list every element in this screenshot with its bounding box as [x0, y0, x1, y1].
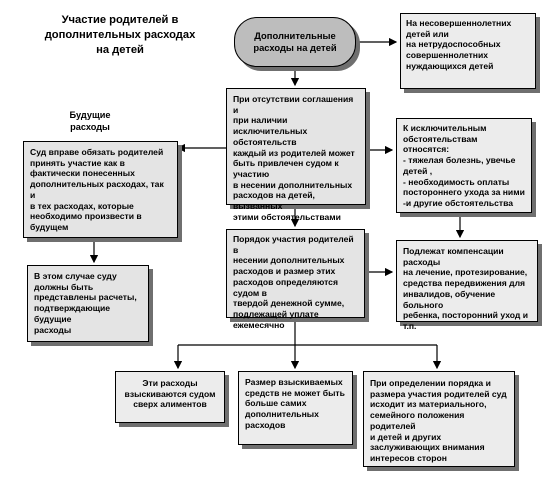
node-order: Порядок участия родителей в несении допо…	[226, 229, 365, 330]
node-future-court: Суд вправе обязать родителей принять уча…	[23, 141, 178, 238]
node-amount-limit: Размер взыскиваемых средств не может быт…	[238, 371, 353, 445]
node-condition: При отсутствии соглашения и при наличии …	[226, 88, 366, 222]
future-expenses-label: Будущие расходы	[69, 110, 111, 132]
node-root: Дополнительные расходы на детей	[234, 17, 356, 67]
node-recipients: На несовершеннолетних детей или на нетру…	[400, 13, 536, 89]
node-compensation: Подлежат компенсации расходы на лечение,…	[396, 240, 538, 331]
node-determination: При определении порядка и размера участи…	[363, 371, 515, 467]
node-over-alimony: Эти расходы взыскиваются судом сверх али…	[115, 371, 225, 423]
diagram-title: Участие родителей в дополнительных расхо…	[44, 14, 196, 56]
node-exceptional: К исключительным обстоятельствам относят…	[396, 118, 532, 213]
node-evidence: В этом случае суду должны быть представл…	[27, 265, 149, 342]
